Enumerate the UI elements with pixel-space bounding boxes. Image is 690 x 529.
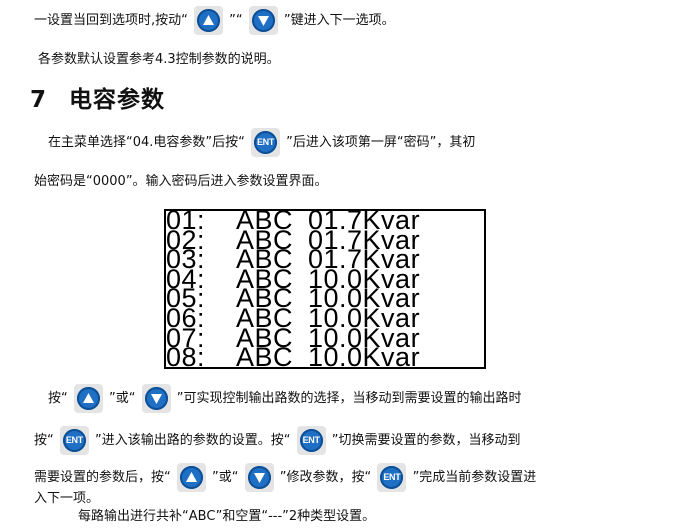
up-key-icon — [194, 6, 224, 35]
down-key-icon — [244, 463, 274, 492]
text-line-1: 一设置当回到选项时,按动“ ”“ ”键进入下一选项。 — [34, 6, 395, 35]
section-heading: 7 电容参数 — [30, 80, 165, 114]
ent-key-icon: ENT — [377, 463, 407, 492]
ent-key-icon: ENT — [296, 426, 326, 455]
text-line-4: 始密码是“0000”。输入密码后进入参数设置界面。 — [34, 174, 328, 189]
section-number: 7 — [30, 87, 48, 113]
up-key-icon — [176, 463, 206, 492]
section-title: 电容参数 — [69, 87, 166, 113]
text-line-3: 在主菜单选择“04.电容参数”后按“ ENT ”后进入该项第一屏“密码”，其初 — [48, 128, 475, 157]
text-line-9: 每路输出进行共补“ABC”和空置“---”2种类型设置。 — [78, 509, 376, 524]
text-line-6: 按“ ENT ”进入该输出路的参数的设置。按“ ENT ”切换需要设置的参数，当… — [34, 426, 521, 455]
ent-key-icon: ENT — [251, 128, 281, 157]
down-key-icon — [141, 384, 171, 413]
up-key-icon — [73, 384, 103, 413]
text-line-2: 各参数默认设置参考4.3控制参数的说明。 — [38, 52, 280, 67]
text-line-8: 入下一项。 — [34, 491, 100, 506]
text-line-5: 按“ ”或“ ”可实现控制输出路数的选择，当移动到需要设置的输出路时 — [48, 384, 522, 413]
down-key-icon — [248, 6, 278, 35]
text-line-7: 需要设置的参数后，按“ ”或“ ”修改参数，按“ ENT ”完成当前参数设置进 — [34, 463, 536, 492]
ent-key-icon: ENT — [59, 426, 89, 455]
